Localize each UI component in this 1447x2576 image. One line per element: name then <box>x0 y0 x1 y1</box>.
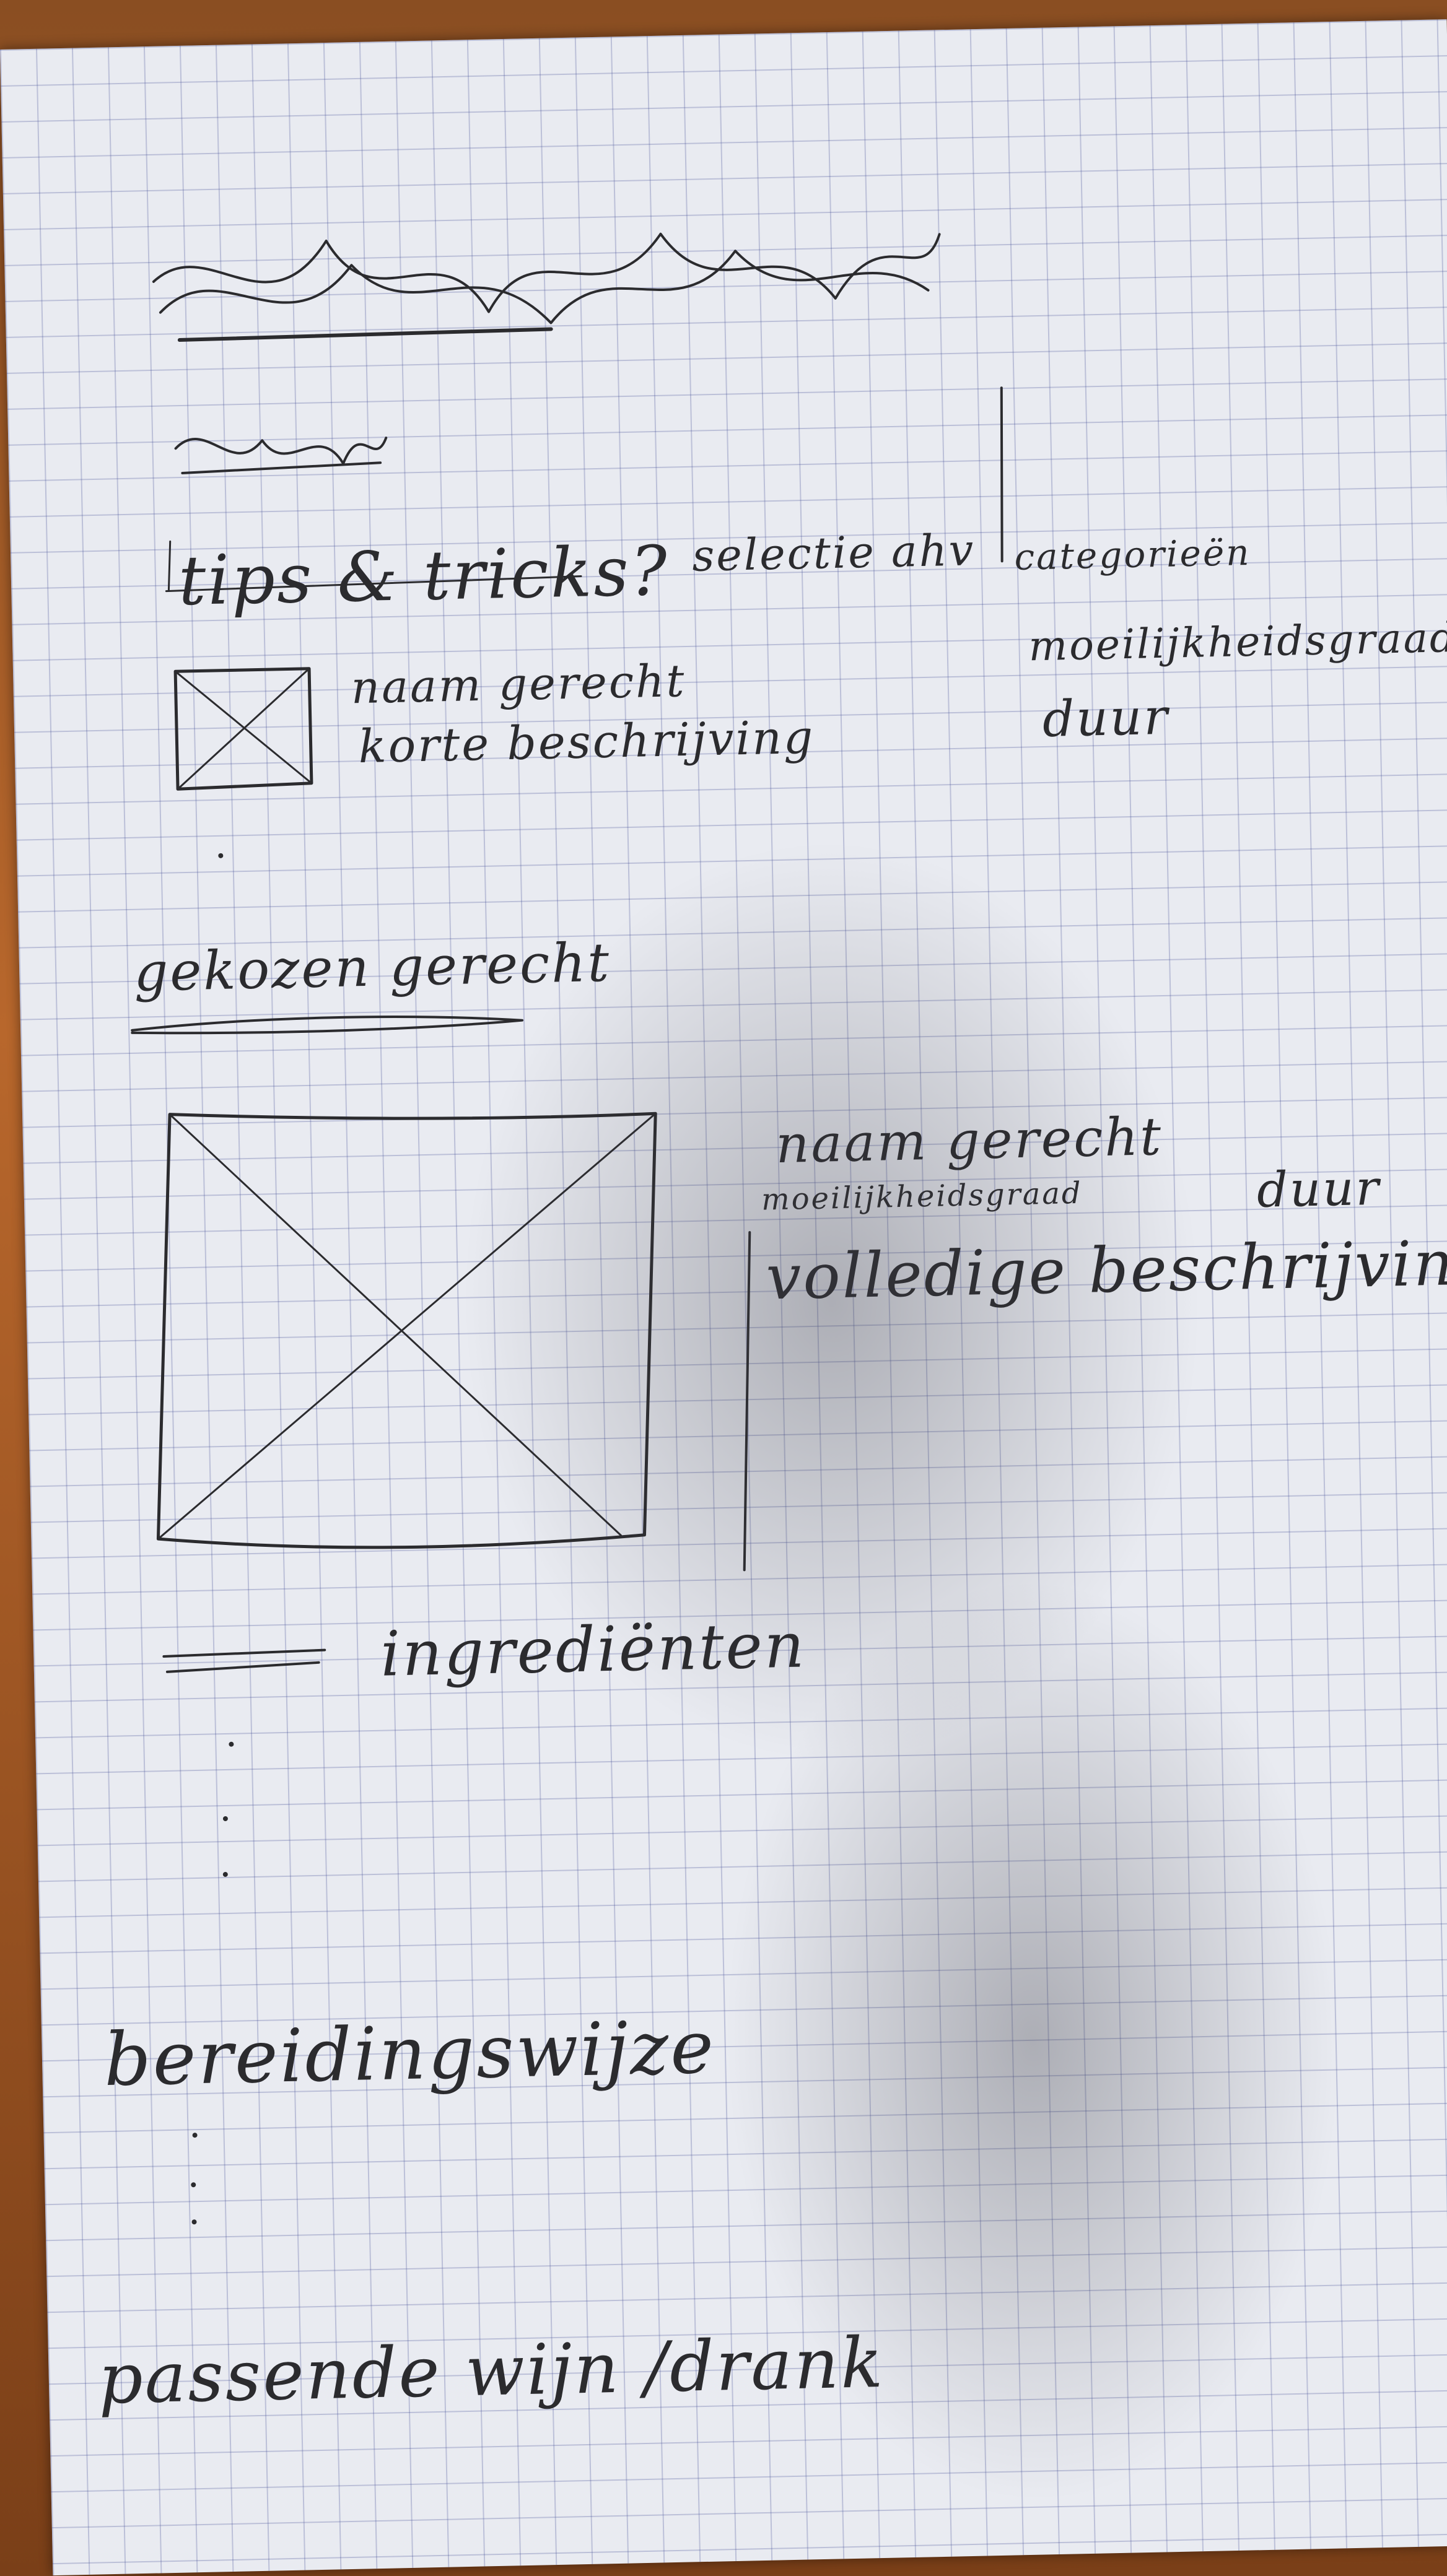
difficulty-label: moeilijkheidsgraad <box>1028 613 1447 671</box>
detail-difficulty: moeilijkheidsgraad <box>761 1175 1083 1217</box>
ingredients-label: ingrediënten <box>380 1609 807 1690</box>
categories-label: categorieën <box>1013 531 1252 578</box>
scribbled-out-title <box>152 232 941 324</box>
list-item-name: naam gerecht <box>350 655 687 714</box>
duration-label: duur <box>1042 687 1170 748</box>
vertical-divider-top <box>1000 386 1003 563</box>
detail-name: naam gerecht <box>775 1106 1164 1175</box>
heading-underline <box>131 1016 524 1035</box>
title-underline <box>177 327 553 342</box>
ink-drawings <box>131 232 1003 1673</box>
filter-label: selectie ahv <box>691 524 976 581</box>
detail-duration: duur <box>1256 1160 1381 1219</box>
wine-label: passende wijn /drank <box>97 2322 886 2420</box>
scribbled-out-word <box>174 437 388 474</box>
nav-underline <box>165 575 582 593</box>
crossed-out-word <box>162 1648 326 1673</box>
thumbnail-placeholder <box>173 667 313 791</box>
image-placeholder <box>156 1112 657 1549</box>
detail-heading: gekozen gerecht <box>133 931 611 1004</box>
nav-label: tips & tricks? <box>177 531 670 621</box>
nav-left-bracket <box>167 540 172 592</box>
list-item-short-description: korte beschrijving <box>357 710 816 774</box>
grid-paper-sheet: tips & tricks? selectie ahv categorieën … <box>0 19 1447 2576</box>
preparation-label: bereidingswijze <box>103 2004 717 2103</box>
vertical-divider-detail <box>743 1231 751 1572</box>
detail-full-description: volledige beschrijving <box>765 1225 1447 1314</box>
